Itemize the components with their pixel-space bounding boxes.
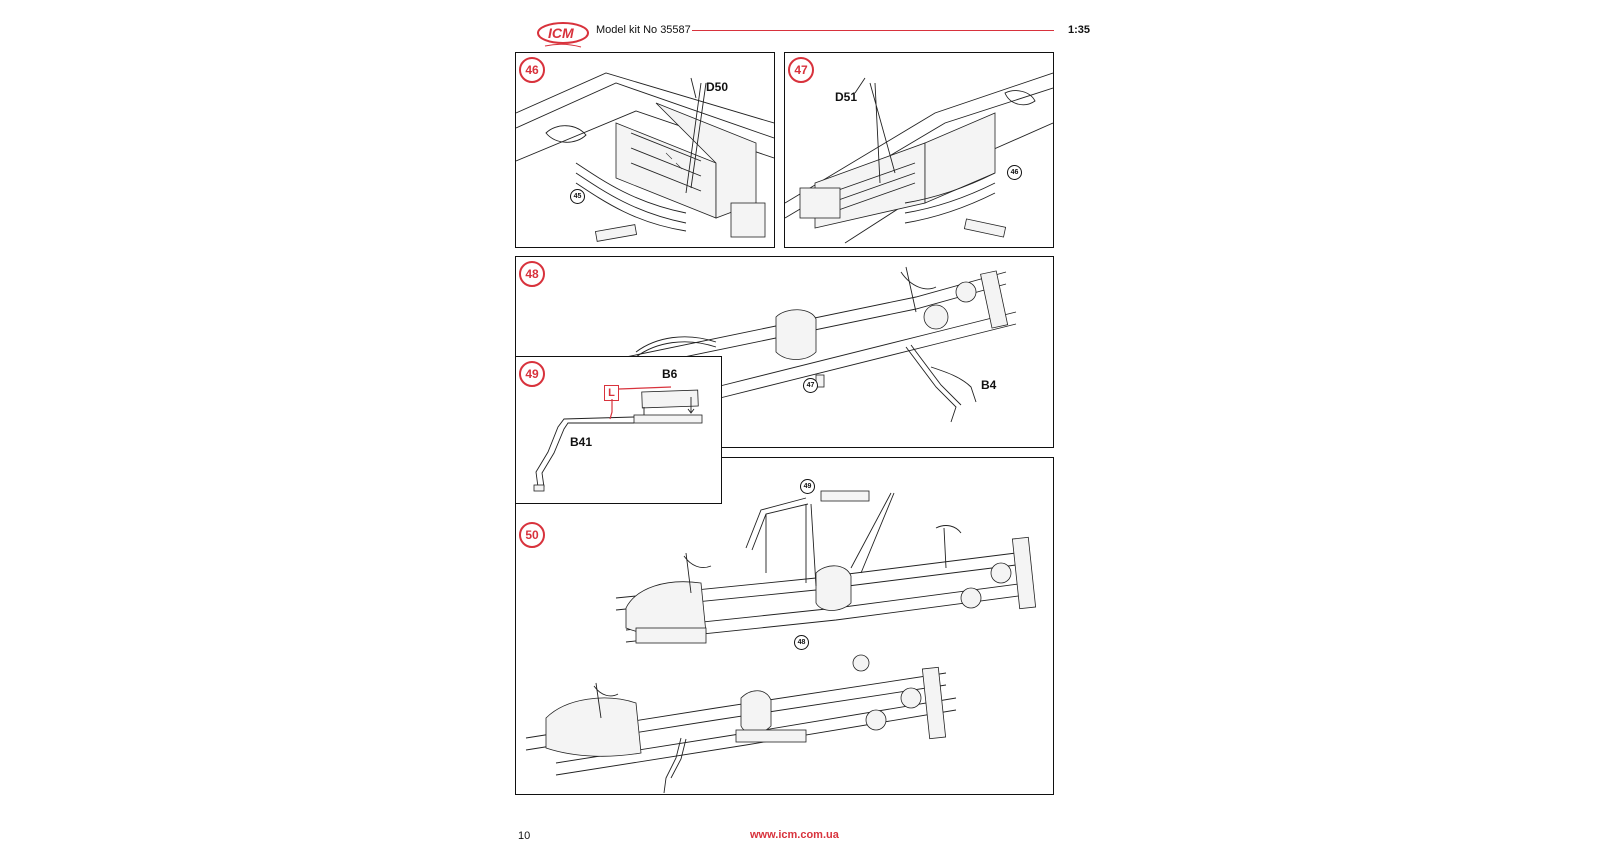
header-rule xyxy=(692,30,1054,31)
part-d50-label: D50 xyxy=(706,80,729,94)
step-47-number: 47 xyxy=(788,57,814,83)
ref-47-badge: 47 xyxy=(803,378,818,393)
step-46-number: 46 xyxy=(519,57,545,83)
paint-code-l: L xyxy=(604,385,619,401)
part-d51-label: D51 xyxy=(835,90,858,104)
step-49-number: 49 xyxy=(519,361,545,387)
step-48-drawing xyxy=(625,266,1017,423)
ref-49-badge: 49 xyxy=(800,479,815,494)
website-link[interactable]: www.icm.com.ua xyxy=(750,829,839,841)
step-46-panel: 46 D50 45 xyxy=(515,52,775,248)
kit-number: Model kit No 35587 xyxy=(596,24,691,36)
part-b41-label: B41 xyxy=(570,435,593,449)
page-header: ICM Model kit No 35587 1:35 xyxy=(530,16,1090,52)
icm-logo: ICM xyxy=(535,18,593,52)
svg-text:ICM: ICM xyxy=(548,25,574,41)
ref-46-badge: 46 xyxy=(1007,165,1022,180)
step-50-number: 50 xyxy=(519,522,545,548)
step-50-panel: 50 49 48 xyxy=(515,457,1054,795)
page-number: 10 xyxy=(518,830,531,842)
step-48-number: 48 xyxy=(519,261,545,287)
step-46-drawing xyxy=(516,72,774,242)
instruction-page: ICM Model kit No 35587 1:35 46 D50 4 xyxy=(515,0,1090,850)
scale-label: 1:35 xyxy=(1067,24,1090,36)
part-b6-label: B6 xyxy=(662,367,678,381)
part-b4-label: B4 xyxy=(981,378,997,392)
ref-45-badge: 45 xyxy=(570,189,585,204)
ref-48-badge: 48 xyxy=(794,635,809,650)
step-49-drawing xyxy=(533,386,703,492)
step-47-panel: 47 D51 46 xyxy=(784,52,1054,248)
step-47-drawing xyxy=(785,72,1053,244)
step-50-drawing xyxy=(525,490,1037,794)
step-49-panel: 49 B6 B41 L xyxy=(515,356,722,504)
